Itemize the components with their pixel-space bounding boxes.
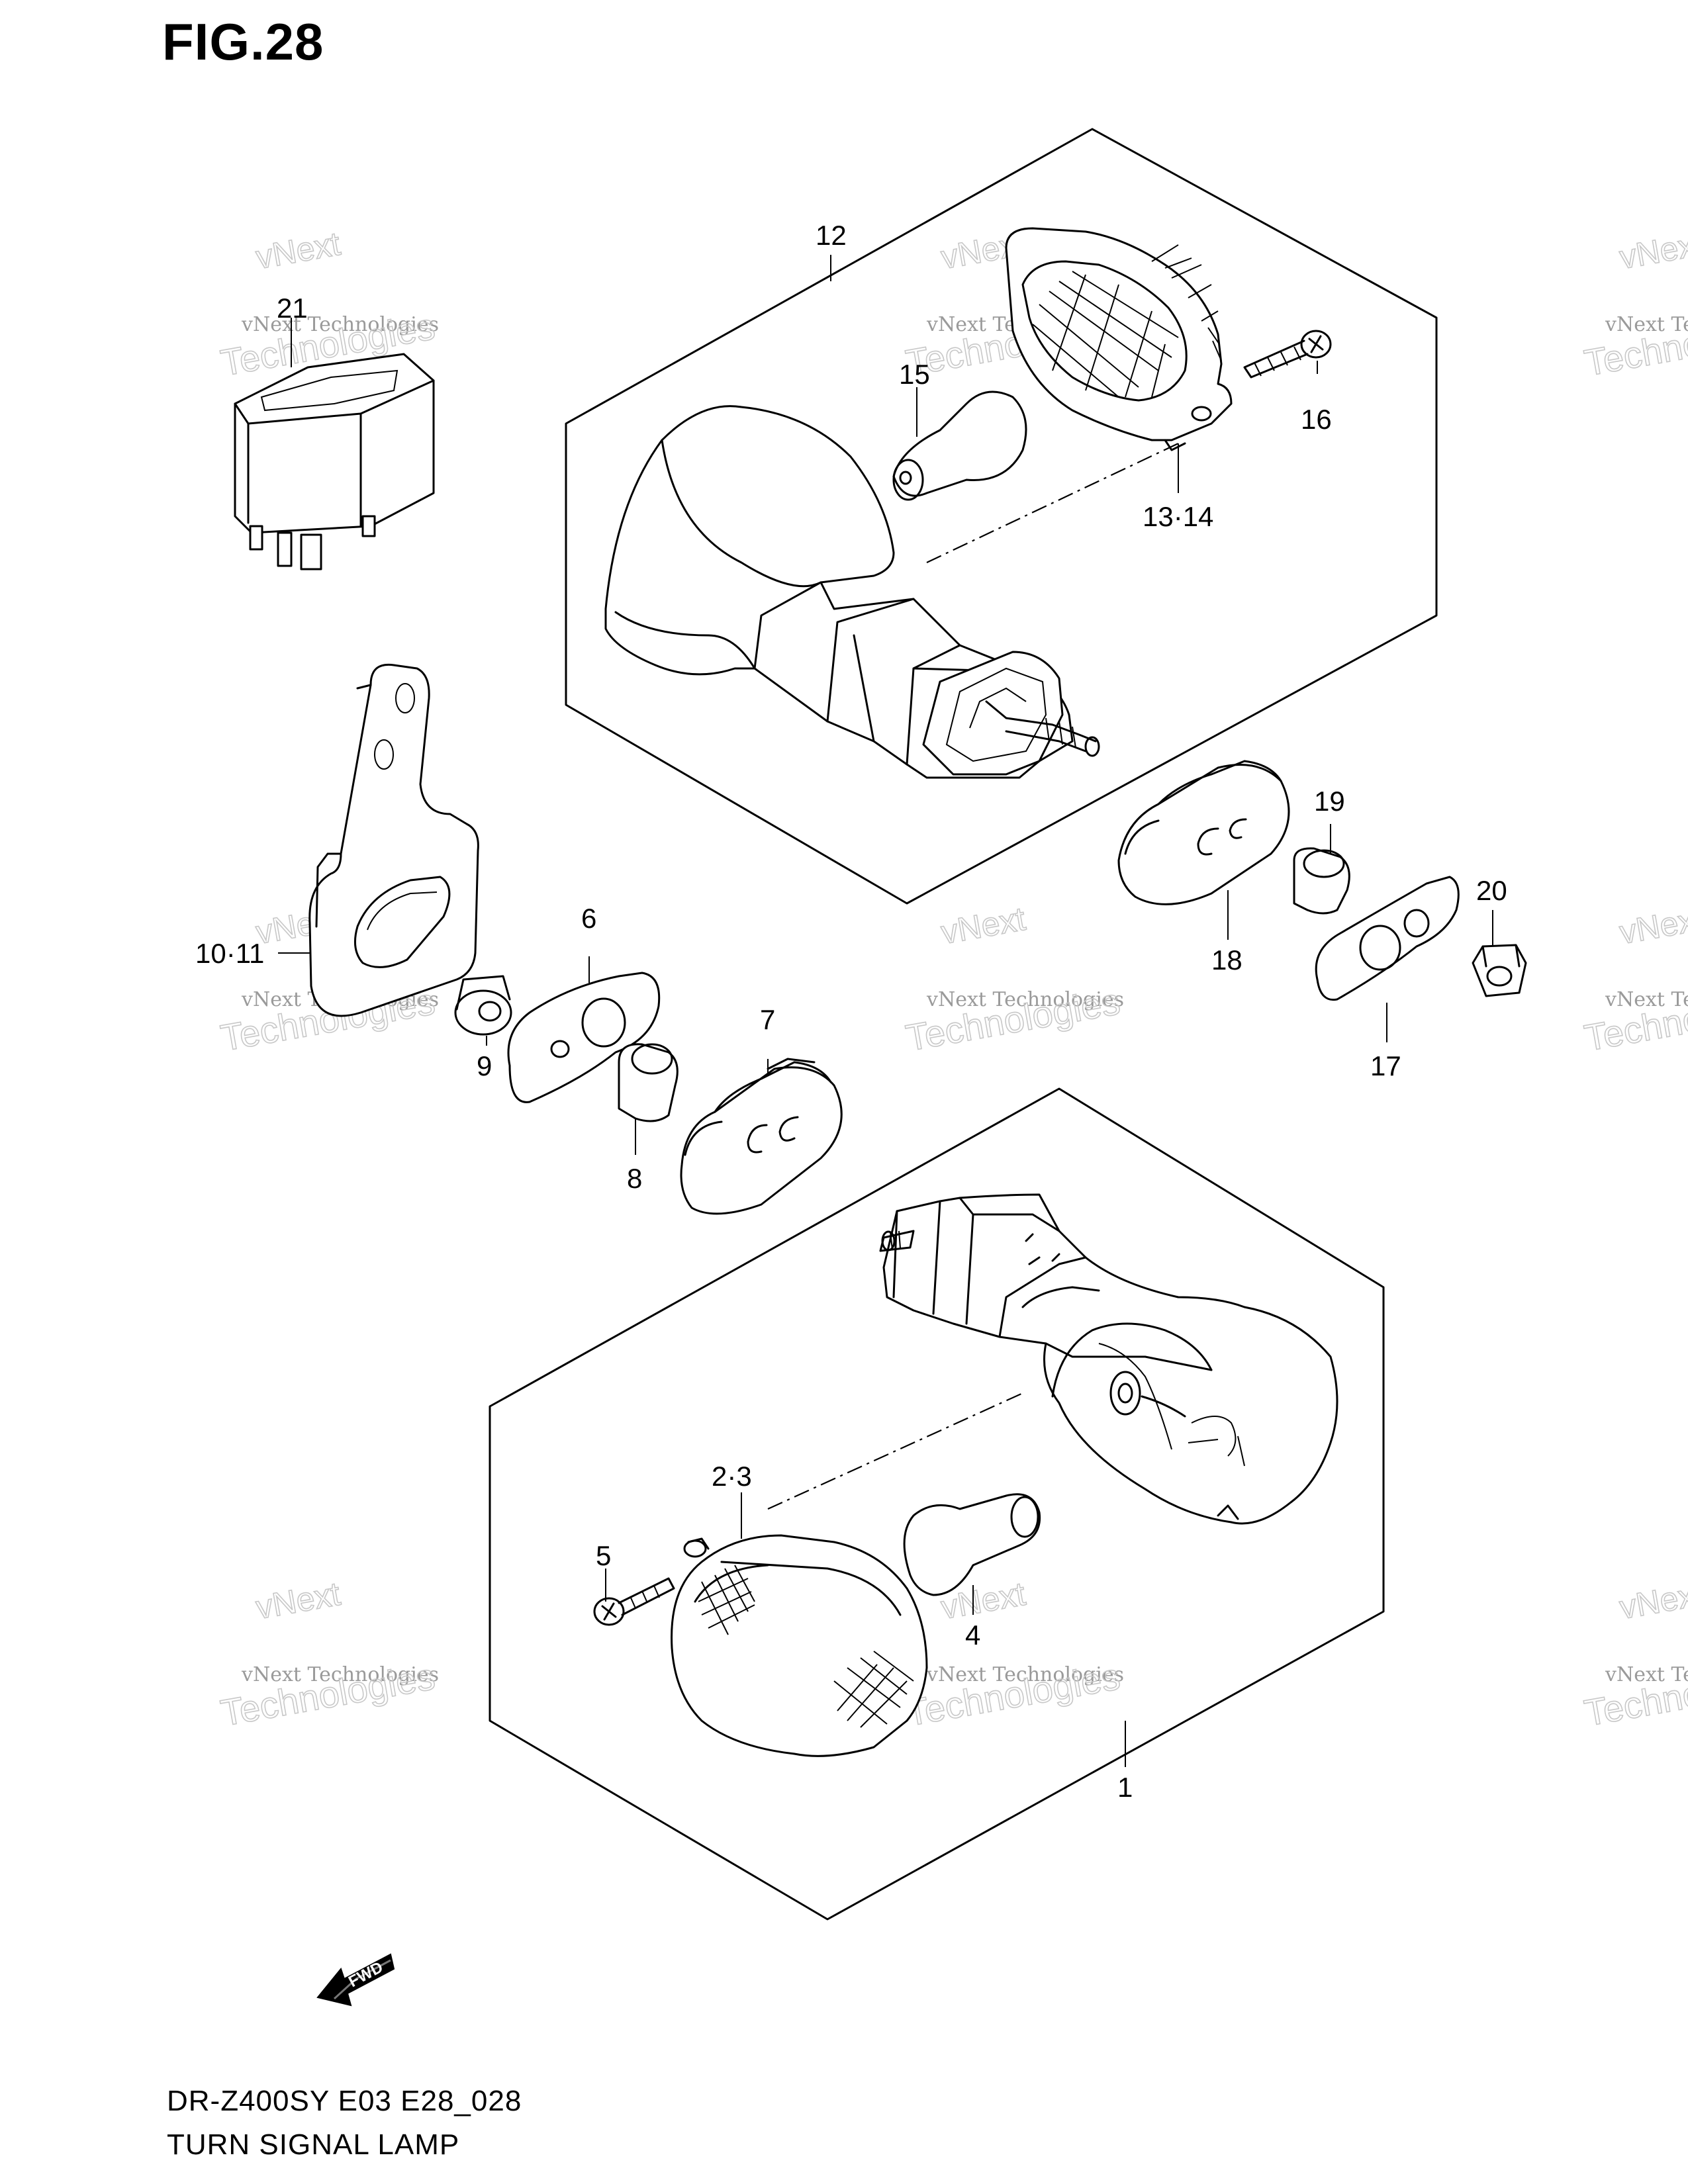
alignment-line (767, 1392, 1023, 1510)
svg-text:vNext Technologies: vNext Technologies (926, 988, 1124, 1011)
svg-text:vNext Technologies: vNext Technologies (1605, 313, 1688, 336)
upper-assembly-frame (565, 128, 1438, 905)
callout-12: 12 (816, 220, 847, 251)
callout-18: 18 (1211, 944, 1243, 976)
bulb-4 (903, 1493, 1041, 1596)
turn-signal-bracket (308, 663, 479, 1017)
watermark: vNext vNext Technologies Technologies (902, 1574, 1124, 1735)
callout-15: 15 (899, 359, 930, 390)
figure-title: FIG.28 (162, 13, 324, 71)
callout-19: 19 (1314, 786, 1345, 817)
spacer-19 (1293, 847, 1350, 915)
figure-name: TURN SIGNAL LAMP (167, 2128, 460, 2161)
upper-turn-signal-housing (604, 405, 1100, 779)
svg-text:vNext: vNext (1617, 1575, 1688, 1626)
watermark: vNext vNext Technologies Technologies (1581, 899, 1688, 1060)
callout-4: 4 (965, 1619, 980, 1651)
svg-text:vNext Technologies: vNext Technologies (926, 1663, 1124, 1686)
callout-17: 17 (1370, 1050, 1401, 1081)
svg-text:vNext: vNext (938, 900, 1028, 951)
callout-9: 9 (477, 1050, 492, 1081)
bulb-15 (892, 390, 1027, 501)
callout-10-11: 10·11 (195, 938, 264, 969)
callout-1: 1 (1117, 1772, 1133, 1803)
svg-text:vNext Technologies: vNext Technologies (1605, 988, 1688, 1011)
svg-text:vNext: vNext (253, 1575, 343, 1626)
cushion-7 (680, 1058, 843, 1215)
watermark: vNext vNext Technologies Technologies (217, 1574, 439, 1735)
callout-6: 6 (581, 903, 596, 934)
svg-text:vNext: vNext (253, 225, 343, 276)
watermark: vNext vNext Technologies Technologies (902, 899, 1124, 1060)
watermark: vNext vNext Technologies Technologies (1581, 224, 1688, 385)
screw-16 (1243, 330, 1332, 379)
callout-5: 5 (596, 1540, 611, 1571)
turn-signal-relay (234, 353, 435, 570)
leader-lines (278, 255, 1493, 1767)
callout-7: 7 (760, 1004, 775, 1035)
svg-text:vNext Technologies: vNext Technologies (1605, 1663, 1688, 1686)
spacer-8 (618, 1043, 679, 1122)
lower-turn-signal-housing (879, 1193, 1338, 1525)
screw-5 (593, 1577, 675, 1626)
svg-text:vNext: vNext (1617, 900, 1688, 951)
collar-9 (454, 975, 512, 1036)
callout-20: 20 (1476, 875, 1507, 906)
cushion-18 (1117, 760, 1290, 905)
callout-labels: 12 15 13·14 16 21 10·11 9 6 8 7 18 19 20… (195, 220, 1507, 1803)
fwd-arrow-icon: FWD (316, 1953, 395, 2007)
fwd-label: FWD (346, 1958, 386, 1991)
svg-text:vNext Technologies: vNext Technologies (241, 1663, 439, 1686)
model-code: DR-Z400SY E03 E28_028 (167, 2085, 522, 2117)
upper-lens-13-14 (1005, 227, 1233, 451)
svg-text:vNext Technologies: vNext Technologies (241, 313, 439, 336)
lower-assembly-frame (489, 1087, 1385, 1921)
callout-16: 16 (1301, 404, 1332, 435)
callout-8: 8 (627, 1163, 642, 1194)
callout-21: 21 (277, 293, 308, 324)
alignment-line (926, 443, 1179, 563)
plate-6 (507, 972, 661, 1103)
plate-17 (1315, 876, 1460, 1001)
nut-20 (1472, 944, 1527, 997)
watermark: vNext vNext Technologies Technologies (1581, 1574, 1688, 1735)
lower-lens-2-3 (671, 1534, 928, 1757)
callout-13-14: 13·14 (1143, 501, 1213, 532)
svg-text:vNext: vNext (1617, 225, 1688, 276)
callout-2-3: 2·3 (712, 1461, 752, 1492)
